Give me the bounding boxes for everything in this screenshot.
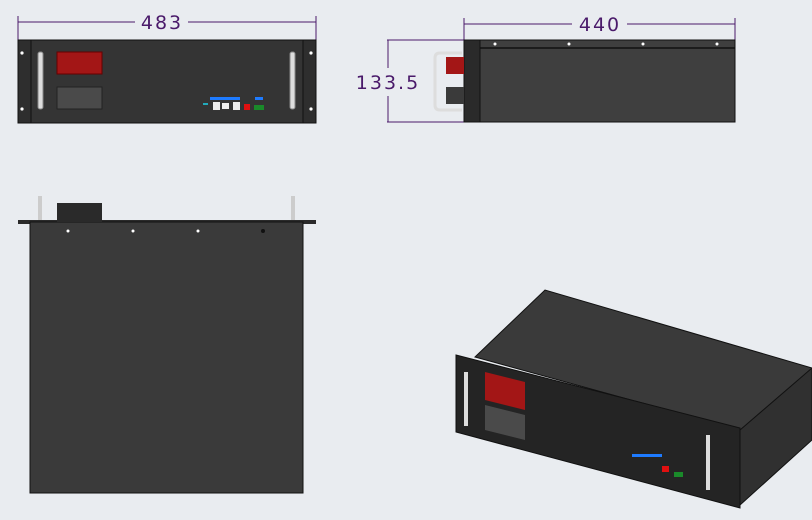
iso-power-switch-icon (662, 466, 669, 472)
depth-dimension-label: 440 (579, 14, 621, 36)
port-icon (233, 102, 240, 110)
screw (641, 42, 645, 46)
top-panel (29, 221, 304, 494)
iso-positive-terminal (485, 372, 525, 410)
handle-top-left (38, 196, 42, 220)
front-plate (463, 39, 481, 123)
left-handle (37, 51, 44, 110)
terminal-block-top (57, 203, 102, 222)
handle-top-right (291, 196, 295, 220)
isometric-view (455, 289, 812, 509)
height-dimension-label: 133.5 (356, 72, 420, 94)
screw (196, 229, 200, 233)
top-view (18, 196, 316, 494)
handle-side (433, 51, 462, 112)
port-icon (213, 102, 220, 110)
front-view: 483 (17, 12, 317, 124)
mount-hole (20, 51, 24, 55)
label-mark (203, 103, 208, 105)
negative-terminal-side (446, 87, 464, 104)
led-label (255, 97, 263, 100)
negative-terminal-block (56, 86, 103, 110)
screw (715, 42, 719, 46)
mount-hole (309, 107, 313, 111)
indicator-led-icon (254, 105, 264, 110)
power-switch-icon (244, 104, 250, 110)
side-panel (463, 39, 736, 123)
iso-negative-terminal (485, 405, 525, 440)
positive-terminal-side (446, 57, 464, 74)
right-handle (289, 51, 296, 110)
screw (493, 42, 497, 46)
mount-hole (20, 107, 24, 111)
mount-hole (309, 51, 313, 55)
port-labels (210, 97, 240, 100)
screw (131, 229, 135, 233)
screw (66, 229, 70, 233)
iso-led-icon (674, 472, 683, 477)
width-dimension-label: 483 (141, 12, 183, 34)
screw (567, 42, 571, 46)
screw (261, 229, 265, 233)
side-view: 440 133.5 (356, 14, 736, 123)
positive-terminal-block (56, 51, 103, 75)
iso-port-labels (632, 454, 662, 457)
port-icon (222, 103, 229, 109)
